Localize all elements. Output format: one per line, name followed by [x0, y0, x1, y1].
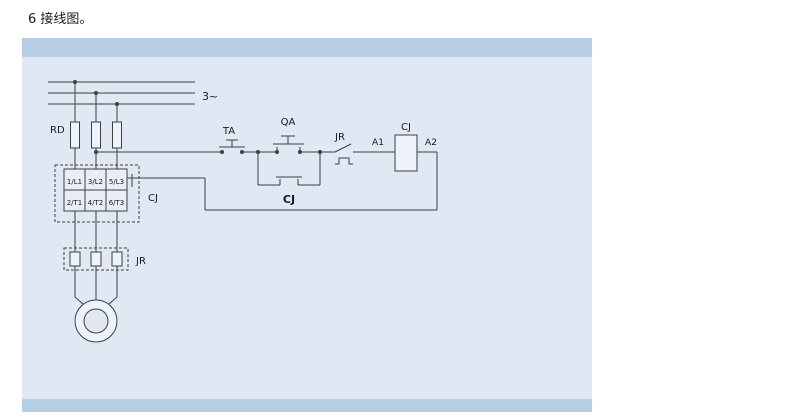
junction-dot	[275, 150, 279, 154]
panel-top-strip	[22, 38, 592, 57]
contactor-box-label: CJ	[148, 193, 158, 204]
relay-to-motor-wires	[74, 266, 118, 305]
fuse-symbol	[91, 121, 101, 149]
thermal-contact-symbol	[334, 143, 353, 165]
junction-dot	[220, 150, 224, 154]
junction-dot	[298, 150, 302, 154]
circuit-wires	[48, 81, 438, 343]
fuse-label: RD	[50, 125, 65, 136]
junction-dots	[73, 80, 322, 154]
thermal-relay-label: JR	[135, 256, 146, 267]
fuse-group	[70, 121, 122, 149]
junction-dot	[318, 150, 322, 154]
contactor-dashed-outline	[54, 164, 140, 223]
heater-element	[69, 251, 81, 267]
stop-button-label: TA	[222, 126, 235, 137]
junction-dot	[94, 91, 98, 95]
panel-bottom-strip	[22, 399, 592, 412]
terminal-label-3l2: 3/L2	[88, 178, 103, 186]
main-contactor-box	[54, 164, 140, 223]
control-return-wire	[127, 152, 438, 211]
terminal-label-1l1: 1/L1	[67, 178, 82, 186]
junction-dot	[94, 150, 98, 154]
page-title: 6 接线图。	[28, 12, 93, 27]
terminal-label-4t2: 4/T2	[88, 199, 104, 207]
junction-dot	[240, 150, 244, 154]
diagram-labels: 3~ RD 1/L1 3/L2 5/L3 2/T1 4/T2 6/T3 CJ J…	[50, 90, 437, 267]
panel-body: 3~ RD 1/L1 3/L2 5/L3 2/T1 4/T2 6/T3 CJ J…	[22, 57, 592, 399]
junction-dot	[256, 150, 260, 154]
control-circuit	[96, 134, 438, 211]
fuse-symbol	[70, 121, 80, 149]
motor-inner-circle	[83, 308, 109, 334]
stop-button-symbol	[219, 139, 245, 148]
terminal-label-2t1: 2/T1	[67, 199, 83, 207]
heater-element	[90, 251, 102, 267]
coil-terminal-a2-label: A2	[425, 138, 437, 148]
fuse-symbol	[112, 121, 122, 149]
terminal-label-5l3: 5/L3	[109, 178, 124, 186]
coil-label: CJ	[401, 122, 411, 133]
coil-terminal-a1-label: A1	[372, 138, 384, 148]
three-phase-supply-lines	[48, 81, 195, 105]
thermal-contact-label: JR	[334, 132, 345, 143]
terminal-label-6t3: 6/T3	[109, 199, 125, 207]
wiring-diagram: 3~ RD 1/L1 3/L2 5/L3 2/T1 4/T2 6/T3 CJ J…	[48, 80, 438, 343]
start-button-label: QA	[281, 117, 296, 128]
heater-element	[111, 251, 123, 267]
holding-contact-label: CJ	[283, 193, 295, 206]
junction-dot	[73, 80, 77, 84]
contactor-coil	[394, 134, 418, 172]
holding-contact-symbol	[257, 152, 321, 186]
contactor-to-relay-wires	[74, 211, 118, 252]
supply-label: 3~	[202, 90, 218, 103]
diagram-panel: 3~ RD 1/L1 3/L2 5/L3 2/T1 4/T2 6/T3 CJ J…	[22, 38, 592, 412]
junction-dot	[115, 102, 119, 106]
start-button-symbol	[273, 135, 304, 152]
motor-symbol	[74, 299, 118, 343]
